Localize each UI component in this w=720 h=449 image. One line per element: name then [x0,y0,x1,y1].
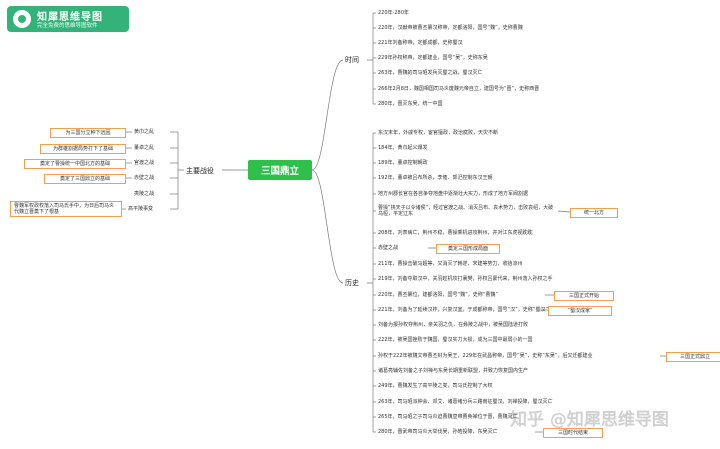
history-event[interactable]: 219年，刘备夺取汉中，关羽趁机攻打襄樊，孙权吕蒙代来，荆州落入孙权之手 [378,276,553,282]
battle-item[interactable]: 高平陵事变 [128,206,154,212]
branch-history[interactable]: 历史 [345,279,359,287]
history-event[interactable]: 211年，曹操击破马超等，又消灭了韩遂、宋建等势力，收拾凉州 [378,261,523,267]
battle-item[interactable]: 黄巾之乱 [134,129,155,135]
time-event[interactable]: 280年，晋灭东吴，统一中国 [378,101,443,107]
history-note: 三国正式开始 [554,291,614,301]
battle-note: 奠定了曹操统一中国北方的基础 [24,159,126,169]
time-event[interactable]: 229年孙权称帝，定都建业，国号“吴”，史称东吴 [378,55,488,61]
history-note: “蜀汉成家” [548,306,612,316]
battle-note: 为群雄割据局势打下了基础 [40,144,126,154]
connector-center-time [311,59,344,171]
battle-note: 曹魏军权政权落入司马氏手中，为日后司马炎代魏立晋奠下了根基 [10,201,122,217]
history-event[interactable]: 189年，董卓控制朝政 [378,160,428,166]
time-event[interactable]: 220年-280年 [378,10,409,16]
history-event[interactable]: 192年，董卓被吕布所杀，李傕、郭汜控制东汉王朝 [378,175,493,181]
history-event[interactable]: 265年，司马昭之子司马炎迫曹魏皇帝曹奂禅位于晋，曹魏灭亡 [378,414,518,420]
history-event[interactable]: 221年，刘备为了延续汉祚，兴复汉室，于成都称帝，国号“汉”，史称“蜀汉” [378,307,548,313]
history-note: 三国时代结束 [543,428,603,438]
history-event[interactable]: 280年，晋武帝司马炎大举伐吴，孙皓投降，东吴灭亡 [378,429,498,435]
history-event[interactable]: 184年，黄巾起义爆发 [378,145,428,151]
watermark: 知乎 @知犀思维导图 [510,410,669,430]
branch-battle[interactable]: 主要战役 [186,167,214,175]
time-event[interactable]: 266年2月8日，魏国相国司马炎废魏元帝自立，建国号为“晋”，史称西晋 [378,86,540,92]
battle-item[interactable]: 赤壁之战 [134,175,155,181]
history-note: 统一北方 [570,208,618,218]
history-trunk [367,133,374,432]
history-event[interactable]: 赤壁之战 [378,245,399,251]
history-event[interactable]: 222年，被吴国挫败于魏国，蜀汉实力大损，成为三国中最弱小的一国 [378,337,533,343]
history-note-link [557,210,571,213]
time-trunk [367,13,374,104]
history-note: 三国正式鼎立 [666,352,720,362]
history-event[interactable]: 263年，司马昭派钟会、邓艾、诸葛绪分兵三路南征蜀汉，刘禅投降，蜀汉灭亡 [378,399,553,405]
history-event[interactable]: 东汉末年，外戚专权，宦官擅政，政治腐败，天灾不断 [378,130,499,136]
center-topic[interactable]: 三国鼎立 [248,160,312,180]
history-event[interactable]: 220年，曹丕篡位，建都洛阳，国号“魏”，史称“曹魏” [378,292,498,298]
history-event[interactable]: 地方州郡长官在各自争夺地盘中逐渐壮大实力，形成了地方军阀割据 [378,191,529,197]
history-event[interactable]: 孙权于222年被魏文帝曹丕封为吴王，229年在武昌称帝，国号“吴”，史称“东吴”… [378,353,593,359]
time-event[interactable]: 263年，曹魏的司马昭发兵灭蜀之战，蜀汉灭亡 [378,70,483,76]
history-event[interactable]: 刘备为报孙权夺荆州，亲关羽之仇，在彝陵之战中，被吴国陆逊打败 [378,322,529,328]
battle-note: 奠定了三国鼎立的基础 [44,174,126,184]
branch-time[interactable]: 时间 [345,56,359,64]
history-note: 奠定三国形成局面 [436,244,500,254]
history-event[interactable]: 曹操“挟天子以令诸侯”，经过官渡之战、消灭吕布、袁术势力，击败袁绍，大破乌桓，平… [378,205,554,217]
logo: 知犀思维导图 完全免费的思维导图软件 [7,6,129,32]
logo-icon [13,10,31,28]
battle-item[interactable]: 董卓之乱 [134,145,155,151]
history-event[interactable]: 249年，曹魏发生了高平陵之变，司马氏控制了大权 [378,383,493,389]
history-event[interactable]: 诸葛亮辅佐刘备之子刘禅与东吴长期重新联盟，并致力恢复国内生产 [378,368,529,374]
logo-title: 知犀思维导图 [37,12,103,23]
battle-note: 为三国分立种下远因 [50,128,126,138]
logo-subtitle: 完全免费的思维导图软件 [37,23,98,29]
time-event[interactable]: 221年刘备称帝，定都成都，史称蜀汉 [378,40,463,46]
battle-item[interactable]: 夷陵之战 [134,191,155,197]
time-event[interactable]: 220年，汉献帝被曹丕篡汉称帝，定都洛阳，国号“魏”，史称曹魏 [378,25,523,31]
battle-item[interactable]: 官渡之战 [134,160,155,166]
connector-center-history [311,169,344,284]
history-event[interactable]: 208年，刘表病亡，荆州不稳，曹操乘机进攻荆州，并对江东虎视眈眈 [378,230,533,236]
